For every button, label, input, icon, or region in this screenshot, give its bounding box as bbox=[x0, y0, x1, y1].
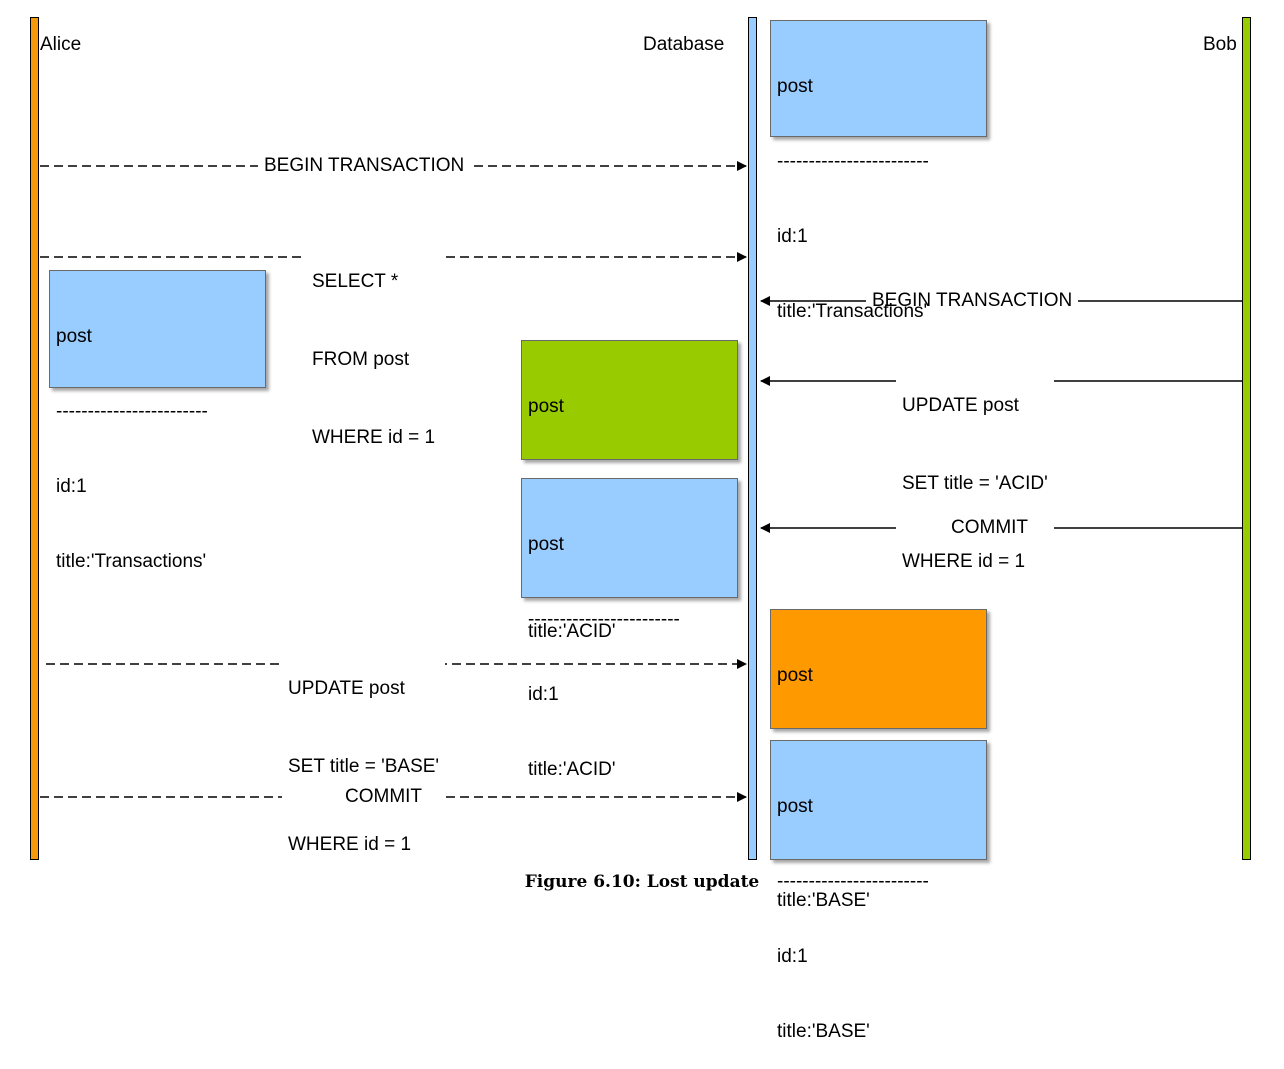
record-table-name: post bbox=[777, 665, 813, 686]
alice-select-line-2: FROM post bbox=[312, 349, 410, 370]
record-divider: ------------------------ bbox=[777, 151, 929, 172]
record-bob-commit: post ------------------------ id:1 title… bbox=[521, 478, 738, 780]
alice-select-line-3: WHERE id = 1 bbox=[312, 427, 436, 448]
alice-begin-label: BEGIN TRANSACTION bbox=[258, 153, 471, 179]
bob-update-line-2: SET title = 'ACID' bbox=[902, 473, 1048, 494]
record-divider: ------------------------ bbox=[56, 401, 208, 422]
alice-update-label: UPDATE post SET title = 'BASE' WHERE id … bbox=[282, 624, 446, 884]
alice-lifeline bbox=[30, 17, 39, 860]
record-title: title:'Transactions' bbox=[777, 301, 928, 322]
record-title: title:'Transactions' bbox=[56, 551, 207, 572]
record-table-name: post bbox=[56, 326, 92, 347]
record-id: id:1 bbox=[56, 476, 87, 497]
record-table-name: post bbox=[528, 396, 564, 417]
database-lifeline bbox=[748, 17, 757, 860]
record-alice-read: post ------------------------ id:1 title… bbox=[49, 270, 266, 572]
alice-update-line-1: UPDATE post bbox=[288, 678, 405, 699]
alice-select-label: SELECT * FROM post WHERE id = 1 bbox=[306, 217, 442, 477]
record-alice-commit: post ------------------------ id:1 title… bbox=[770, 740, 987, 1042]
bob-commit-label: COMMIT bbox=[945, 515, 1035, 541]
bob-update-line-3: WHERE id = 1 bbox=[902, 551, 1026, 572]
record-id: id:1 bbox=[528, 684, 559, 705]
alice-label: Alice bbox=[40, 34, 82, 55]
record-db-initial: post ------------------------ id:1 title… bbox=[770, 20, 987, 322]
bob-lifeline bbox=[1242, 17, 1251, 860]
record-bob-update: post ------------------------ id:1 title… bbox=[521, 340, 738, 642]
database-label: Database bbox=[643, 34, 725, 55]
alice-select-line-1: SELECT * bbox=[312, 271, 399, 292]
record-table-name: post bbox=[777, 76, 813, 97]
bob-update-line-1: UPDATE post bbox=[902, 395, 1019, 416]
record-id: id:1 bbox=[777, 226, 808, 247]
record-title: title:'BASE' bbox=[777, 1021, 870, 1042]
record-table-name: post bbox=[528, 534, 564, 555]
record-id: id:1 bbox=[777, 946, 808, 967]
record-table-name: post bbox=[777, 796, 813, 817]
record-title: title:'ACID' bbox=[528, 621, 616, 642]
bob-begin-label: BEGIN TRANSACTION bbox=[866, 288, 1079, 314]
bob-update-label: UPDATE post SET title = 'ACID' WHERE id … bbox=[896, 341, 1054, 601]
alice-update-line-3: WHERE id = 1 bbox=[288, 834, 412, 855]
alice-commit-label: COMMIT bbox=[339, 784, 429, 810]
figure-caption: Figure 6.10: Lost update bbox=[524, 872, 760, 892]
record-divider: ------------------------ bbox=[528, 609, 680, 630]
record-alice-update: post ------------------------ id:1 title… bbox=[770, 609, 987, 911]
bob-label: Bob bbox=[1203, 34, 1237, 55]
alice-update-line-2: SET title = 'BASE' bbox=[288, 756, 440, 777]
record-title: title:'ACID' bbox=[528, 759, 616, 780]
